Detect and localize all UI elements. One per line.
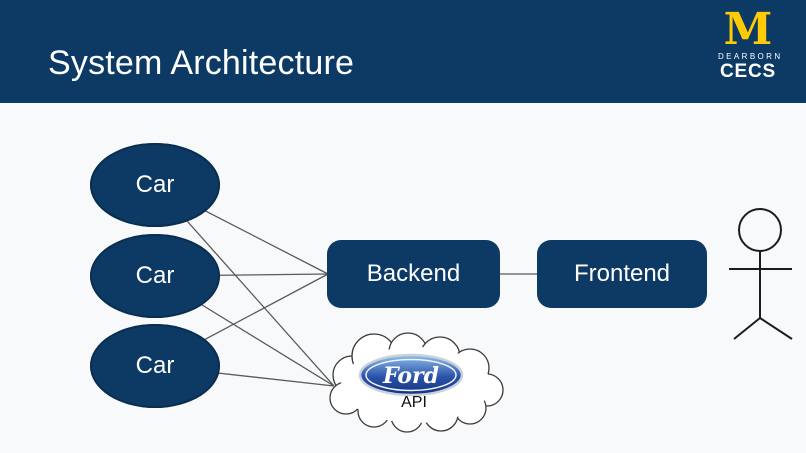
car-node-3: Car <box>90 324 220 408</box>
cecs-label: CECS <box>720 61 776 82</box>
car-node-label: Car <box>135 352 175 379</box>
backend-node-label: Backend <box>366 260 461 287</box>
frontend-node-label: Frontend <box>573 260 671 287</box>
user-stick-figure-icon <box>729 208 793 340</box>
ford-api-cloud: Ford API <box>329 332 504 433</box>
car-node-label: Car <box>135 262 175 289</box>
um-dearborn-cecs-logo: M DEARBORN CECS <box>718 4 783 83</box>
dearborn-label: DEARBORN <box>718 52 783 61</box>
api-label: API <box>401 394 427 411</box>
car-node-label: Car <box>135 171 175 198</box>
frontend-node: Frontend <box>537 240 707 308</box>
backend-node: Backend <box>327 240 500 308</box>
car-node-1: Car <box>90 143 220 227</box>
ford-logo-icon: Ford <box>358 353 464 397</box>
page-title: System Architecture <box>48 44 355 82</box>
ford-brand-label: Ford <box>382 363 439 389</box>
um-block-m-icon: M <box>723 4 773 55</box>
car-node-2: Car <box>90 234 220 318</box>
header-bar: System Architecture <box>0 0 806 103</box>
